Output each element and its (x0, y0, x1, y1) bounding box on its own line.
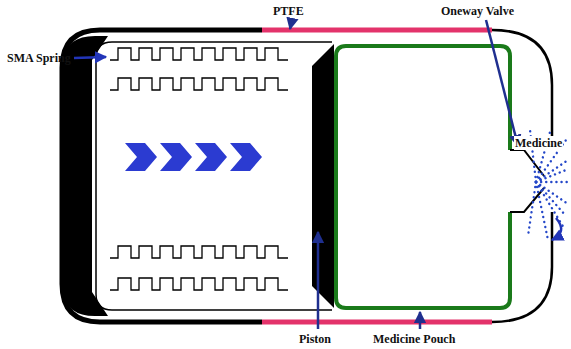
part-label: PTFE (272, 4, 305, 18)
leader-arrow (74, 20, 518, 329)
ptfe-lining (262, 28, 492, 33)
housing-wall (492, 212, 552, 322)
part-label-text: Piston (299, 332, 331, 346)
spring-chamber (96, 42, 332, 310)
part-label-text: Oneway Valve (441, 4, 514, 18)
part-label-text: Medicine Pouch (373, 332, 455, 346)
part-label-text: SMA Spring (7, 51, 71, 65)
piston (312, 44, 334, 308)
part-label-text: Medicine (515, 136, 562, 150)
ptfe-lining (262, 320, 492, 325)
part-label-text: PTFE (273, 4, 304, 18)
part-label: Medicine (514, 136, 563, 150)
housing-end (64, 36, 108, 316)
sma-spring (110, 48, 288, 290)
motion-chevrons (125, 143, 262, 171)
part-label: Piston (298, 332, 332, 346)
part-label: SMA Spring (6, 51, 72, 65)
part-label: Medicine Pouch (372, 332, 456, 346)
part-label: Oneway Valve (440, 4, 515, 18)
medicine-pouch (336, 46, 510, 308)
spray-arrow (552, 218, 561, 240)
